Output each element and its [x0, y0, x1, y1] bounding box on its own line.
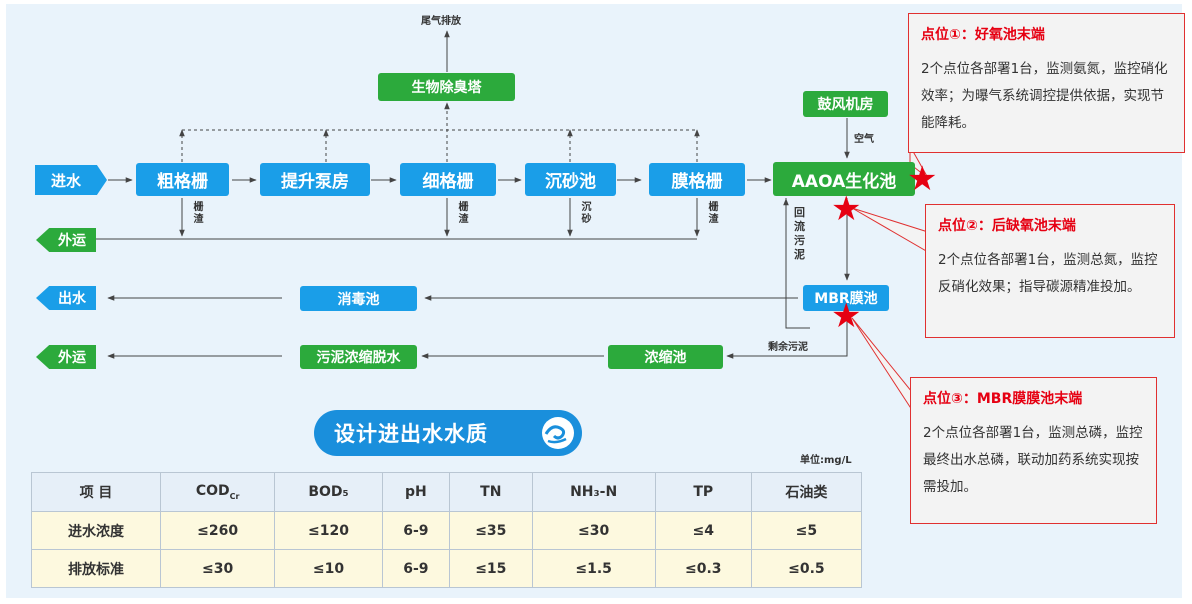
- screenings-label-2: 栅渣: [458, 202, 469, 225]
- callout-pointer-2: [851, 207, 929, 253]
- star-marker-2: ★: [831, 189, 862, 229]
- water-wave-icon: [542, 417, 574, 449]
- table-cell: ≤5: [750, 511, 863, 550]
- callout-body: 2个点位各部署1台，监测氨氮，监控硝化效率；为曝气系统调控提供依据，实现节能降耗…: [921, 61, 1168, 131]
- quality-table: 项 目 CODCr BOD₅ pH TN NH₃-N TP 石油类 进水浓度 ≤…: [31, 472, 863, 588]
- star-marker-3: ★: [831, 296, 862, 336]
- excess-sludge-label: 剩余污泥: [768, 342, 808, 353]
- thickener: 浓缩池: [608, 345, 723, 369]
- callout-title: 点位①：好氧池末端: [921, 27, 1045, 43]
- callout-pointer-1: [909, 144, 929, 179]
- header-cell: NH₃-N: [531, 472, 656, 512]
- unit-label: 单位:mg/L: [800, 455, 852, 466]
- callout-body: 2个点位各部署1台，监测总磷，监控最终出水总磷，联动加药系统实现按需投加。: [923, 425, 1143, 495]
- quality-title: 设计进出水水质: [314, 410, 582, 456]
- dewatering: 污泥浓缩脱水: [300, 345, 417, 369]
- table-cell: ≤30: [531, 511, 656, 550]
- outflow-tag: 出水: [36, 286, 96, 310]
- table-cell: ≤1.5: [531, 549, 656, 588]
- membrane-screen: 膜格栅: [649, 163, 745, 196]
- table-cell: ≤0.3: [654, 549, 752, 588]
- exhaust-label: 尾气排放: [421, 16, 461, 27]
- screenings-label-3: 栅渣: [708, 202, 719, 225]
- table-cell: 6-9: [381, 511, 451, 550]
- transport-tag-1: 外运: [36, 228, 96, 252]
- deodor-tower: 生物除臭塔: [378, 73, 515, 101]
- table-row: 排放标准 ≤30 ≤10 6-9 ≤15 ≤1.5 ≤0.3 ≤0.5: [31, 549, 863, 588]
- callout-body: 2个点位各部署1台，监测总氮，监控反硝化效果；指导碳源精准投加。: [938, 252, 1158, 295]
- table-cell: ≤30: [159, 549, 276, 588]
- row-label: 排放标准: [31, 549, 161, 588]
- inflow-tag: 进水: [35, 165, 107, 195]
- table-cell: 6-9: [381, 549, 451, 588]
- header-cell: TP: [654, 472, 752, 512]
- reflux-sludge-label: 回流污泥: [794, 206, 805, 261]
- coarse-screen: 粗格栅: [136, 163, 229, 196]
- table-cell: ≤0.5: [750, 549, 863, 588]
- table-cell: ≤35: [449, 511, 533, 550]
- header-cell: BOD₅: [274, 472, 383, 512]
- aaoa-tank: AAOA生化池: [773, 162, 915, 196]
- table-row: 进水浓度 ≤260 ≤120 6-9 ≤35 ≤30 ≤4 ≤5: [31, 511, 863, 550]
- table-cell: ≤120: [274, 511, 383, 550]
- callout-point-3: 点位③：MBR膜膜池末端 2个点位各部署1台，监测总磷，监控最终出水总磷，联动加…: [910, 377, 1157, 524]
- row-label: 进水浓度: [31, 511, 161, 550]
- header-cell: 石油类: [750, 472, 863, 512]
- screenings-label-1: 栅渣: [193, 202, 204, 225]
- table-cell: ≤4: [654, 511, 752, 550]
- lift-pump-room: 提升泵房: [260, 163, 370, 196]
- grit-label: 沉砂: [581, 202, 592, 225]
- disinfect-tank: 消毒池: [300, 286, 417, 311]
- star-marker-1: ★: [907, 159, 938, 199]
- callout-title: 点位②：后缺氧池末端: [938, 218, 1076, 234]
- table-cell: ≤260: [159, 511, 276, 550]
- transport-tag-2: 外运: [36, 345, 96, 369]
- mbr-tank: MBR膜池: [803, 285, 889, 311]
- header-cell: 项 目: [31, 472, 161, 512]
- reflux-line: [785, 198, 810, 329]
- callout-point-2: 点位②：后缺氧池末端 2个点位各部署1台，监测总氮，监控反硝化效果；指导碳源精准…: [925, 204, 1175, 338]
- fine-screen: 细格栅: [400, 163, 496, 196]
- header-cell: TN: [449, 472, 533, 512]
- quality-title-text: 设计进出水水质: [334, 422, 488, 446]
- grit-chamber: 沉砂池: [525, 163, 616, 196]
- table-cell: ≤15: [449, 549, 533, 588]
- callout-point-1: 点位①：好氧池末端 2个点位各部署1台，监测氨氮，监控硝化效率；为曝气系统调控提…: [908, 13, 1185, 153]
- table-header-row: 项 目 CODCr BOD₅ pH TN NH₃-N TP 石油类: [31, 472, 863, 512]
- table-cell: ≤10: [274, 549, 383, 588]
- callout-title: 点位③：MBR膜膜池末端: [923, 391, 1083, 407]
- air-label: 空气: [854, 134, 874, 145]
- header-cell: pH: [381, 472, 451, 512]
- header-cell-cod: CODCr: [159, 472, 276, 512]
- blower-room: 鼓风机房: [803, 91, 888, 117]
